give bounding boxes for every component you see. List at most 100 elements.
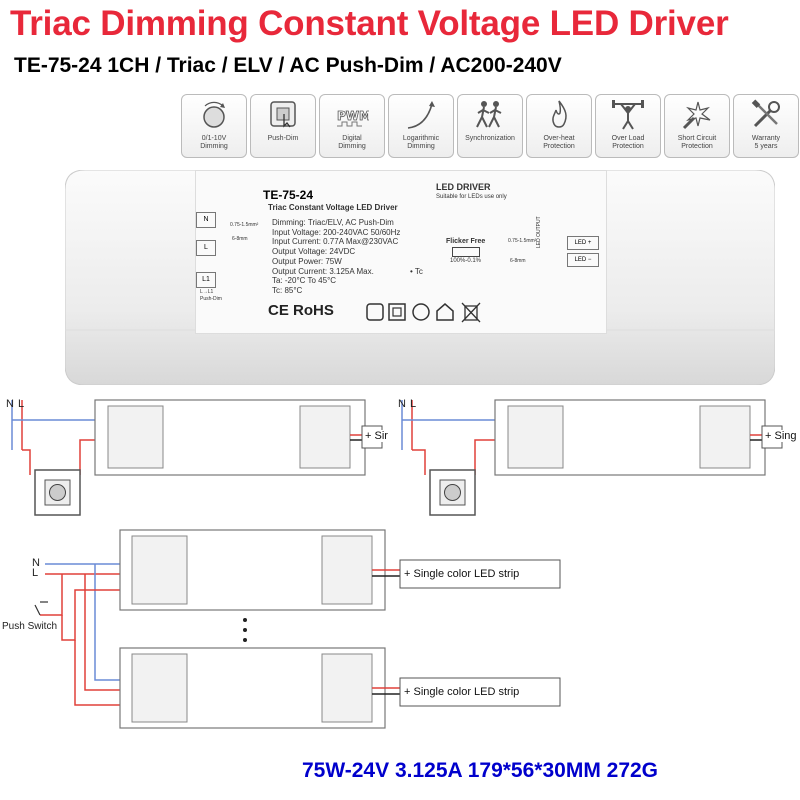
feature-push-dim: Push-Dim [250,94,316,158]
spec-line: Input Voltage: 200-240VAC 50/60Hz [272,227,401,237]
feature-label: Logarithmic [402,135,440,142]
push-dim-text: Push-Dim [200,296,222,302]
feature-synchronization: Synchronization [457,94,523,158]
double-insulation-icon [388,303,406,321]
tools-icon [751,99,780,128]
dimmer-knob-icon [49,484,66,501]
driver-model-name: TE-75-24 [263,188,314,202]
terminal-l1: L1 [196,272,216,288]
wiring-diagram-left [11,399,383,516]
n-label: N [6,398,14,410]
indoor-use-icon [436,303,454,321]
flame-icon [552,100,567,128]
terminal-n: N [196,212,216,228]
n-label: N [32,557,40,569]
tc-marker-text: Tc [414,267,423,276]
strip-text: Single color LED strip [413,686,520,698]
terminal-l: L [196,240,216,256]
certification-icons [366,302,481,323]
led-output-text: LED OUTPUT [536,216,542,248]
feature-label: 5 years [754,143,778,150]
terminal-led-plus: LED + [567,236,599,250]
out-wire-gauge: 0.75-1.5mm² [508,238,537,244]
dimmer-knob-icon [444,484,461,501]
certification-marks: CE RoHS [268,302,334,319]
strip-text: Single color LED strip [413,568,520,580]
running-people-icon [476,101,502,128]
feature-label: Push-Dim [267,135,299,142]
spec-list: Dimming: Triac/ELV, AC Push-Dim Input Vo… [272,218,400,296]
wiring-diagram-right [401,399,783,516]
model-subtitle: TE-75-24 1CH / Triac / ELV / AC Push-Dim… [14,54,562,77]
flicker-free-box [452,247,480,257]
led-strip-label: + Single color LED strip [404,568,520,580]
driver-description: Triac Constant Voltage LED Driver [268,203,398,212]
plus-sign: + [365,430,372,442]
in-strip-length: 6-8mm [232,236,248,242]
feature-label: Over-heat [543,135,575,142]
l-label: L [32,567,39,579]
l-label: L [410,398,417,410]
dial-icon [203,101,225,128]
n-label: N [398,398,406,410]
page-title: Triac Dimming Constant Voltage LED Drive… [10,4,729,43]
feature-label: Dimming [338,143,366,150]
led-driver-heading: LED DRIVER [436,182,491,192]
spec-line: Output Current: 3.125A Max. [272,266,374,276]
led-strip-label: + Single color LED strip [404,686,520,698]
spec-line: Output Voltage: 24VDC [272,247,356,257]
led-strip-label-cut: + Sing [765,430,797,442]
wiring-diagram-push [34,529,561,729]
spec-line: Dimming: Triac/ELV, AC Push-Dim [272,218,394,227]
spec-line: Ta: -20°C To 45°C [272,276,337,286]
pwm-icon: PWM [337,109,369,127]
spark-icon [682,101,711,130]
feature-label: 0/1-10V [201,135,227,142]
weee-bin-icon [461,302,481,323]
feature-label: Warranty [751,135,781,142]
class-icon [366,303,384,321]
feature-label: Protection [612,143,644,150]
out-strip-length: 6-8mm [510,258,526,264]
lamp-icon [412,303,430,321]
push-switch-label: Push Switch [2,621,58,632]
spec-line: Output Power: 75W [272,256,342,266]
terminal-led-minus: LED − [567,253,599,267]
feature-label: Dimming [407,143,435,150]
feature-label: Dimming [200,143,228,150]
tc-marker: • Tc [410,267,423,276]
feature-label: Short Circuit [677,135,717,142]
flicker-free-label: Flicker Free [446,238,486,245]
dimmer-switch [34,469,81,516]
strip-text: Sing [774,430,797,442]
led-strip-label-cut: + Sir [365,430,388,442]
push-dim-note: L→L1 [200,289,214,295]
l-label: L [18,398,25,410]
push-button-icon [270,101,296,128]
plus-sign: + [765,430,772,442]
spec-line: Tc: 85°C [272,285,303,295]
feature-label: Digital [342,135,362,142]
in-wire-gauge: 0.75-1.5mm² [230,222,259,228]
plus-sign: + [404,686,411,698]
driver-label-panel [195,170,607,334]
suitable-note: Suitable for LEDs use only [436,194,507,200]
feature-label: Protection [681,143,713,150]
spec-line: Input Current: 0.77A Max@230VAC [272,237,399,247]
log-curve-icon [407,101,435,129]
weightlifter-icon [612,100,644,130]
plus-sign: + [404,568,411,580]
strip-text: Sir [374,430,388,442]
feature-label: Synchronization [465,135,515,142]
spec-footer: 75W-24V 3.125A 179*56*30MM 272G [302,759,659,782]
wiring-diagrams [11,399,783,729]
dim-range: 100%-0.1% [450,258,482,264]
